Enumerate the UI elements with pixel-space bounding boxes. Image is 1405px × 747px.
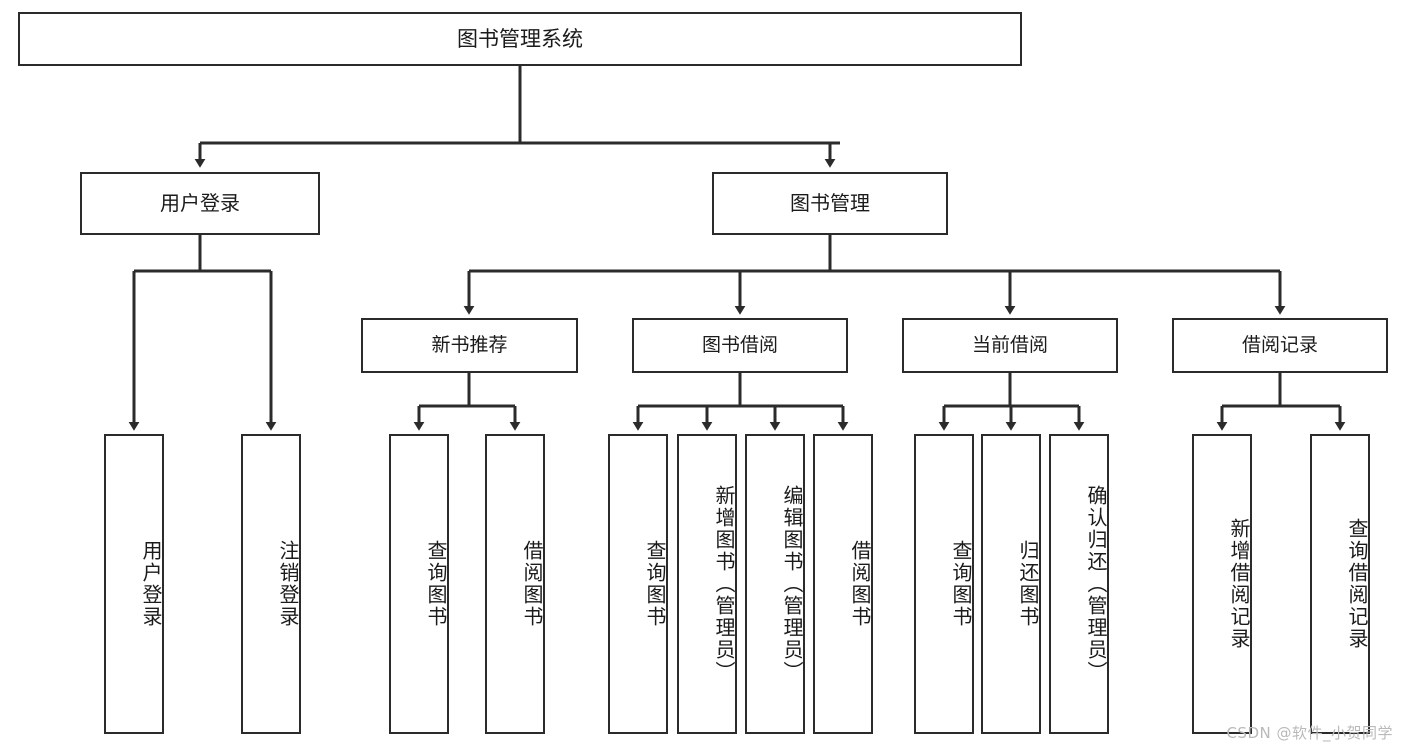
node-book-manage[interactable]: 图书管理 bbox=[712, 172, 948, 235]
node-leaf-query-book-2-label: 查询图书 bbox=[643, 540, 667, 628]
node-leaf-confirm-return-label: 确认归还（管理员） bbox=[1084, 485, 1108, 683]
node-new-book-rec[interactable]: 新书推荐 bbox=[361, 318, 578, 373]
node-user-login[interactable]: 用户登录 bbox=[80, 172, 320, 235]
node-leaf-borrow-book-1[interactable]: 借阅图书 bbox=[485, 434, 545, 734]
node-leaf-query-book-3-label: 查询图书 bbox=[949, 540, 973, 628]
node-leaf-return-book-label: 归还图书 bbox=[1016, 540, 1040, 628]
node-leaf-logout[interactable]: 注销登录 bbox=[241, 434, 301, 734]
node-leaf-query-record-label: 查询借阅记录 bbox=[1345, 518, 1369, 650]
node-leaf-add-record-label: 新增借阅记录 bbox=[1227, 518, 1251, 650]
node-borrow-record[interactable]: 借阅记录 bbox=[1172, 318, 1388, 373]
node-leaf-add-book-label: 新增图书（管理员） bbox=[712, 485, 736, 683]
node-user-login-label: 用户登录 bbox=[160, 190, 240, 215]
node-leaf-user-login[interactable]: 用户登录 bbox=[104, 434, 164, 734]
node-leaf-query-book-2[interactable]: 查询图书 bbox=[608, 434, 668, 734]
node-new-book-rec-label: 新书推荐 bbox=[431, 334, 508, 357]
node-leaf-edit-book[interactable]: 编辑图书（管理员） bbox=[745, 434, 805, 734]
node-leaf-query-book-3[interactable]: 查询图书 bbox=[914, 434, 974, 734]
node-root-label: 图书管理系统 bbox=[457, 26, 583, 51]
node-leaf-borrow-book-2[interactable]: 借阅图书 bbox=[813, 434, 873, 734]
node-leaf-logout-label: 注销登录 bbox=[276, 540, 300, 628]
node-leaf-borrow-book-2-label: 借阅图书 bbox=[848, 540, 872, 628]
node-current-borrow-label: 当前借阅 bbox=[971, 334, 1048, 357]
node-current-borrow[interactable]: 当前借阅 bbox=[902, 318, 1118, 373]
node-leaf-borrow-book-1-label: 借阅图书 bbox=[520, 540, 544, 628]
node-root[interactable]: 图书管理系统 bbox=[18, 12, 1022, 66]
node-leaf-add-book[interactable]: 新增图书（管理员） bbox=[677, 434, 737, 734]
node-borrow-record-label: 借阅记录 bbox=[1241, 334, 1318, 357]
node-leaf-return-book[interactable]: 归还图书 bbox=[981, 434, 1041, 734]
node-leaf-query-book-1-label: 查询图书 bbox=[424, 540, 448, 628]
node-book-manage-label: 图书管理 bbox=[790, 190, 870, 215]
node-book-borrow[interactable]: 图书借阅 bbox=[632, 318, 848, 373]
node-leaf-query-record[interactable]: 查询借阅记录 bbox=[1310, 434, 1370, 734]
node-leaf-confirm-return[interactable]: 确认归还（管理员） bbox=[1049, 434, 1109, 734]
node-leaf-user-login-label: 用户登录 bbox=[139, 540, 163, 628]
node-leaf-query-book-1[interactable]: 查询图书 bbox=[389, 434, 449, 734]
node-leaf-edit-book-label: 编辑图书（管理员） bbox=[780, 485, 804, 683]
node-leaf-add-record[interactable]: 新增借阅记录 bbox=[1192, 434, 1252, 734]
node-book-borrow-label: 图书借阅 bbox=[701, 334, 778, 357]
